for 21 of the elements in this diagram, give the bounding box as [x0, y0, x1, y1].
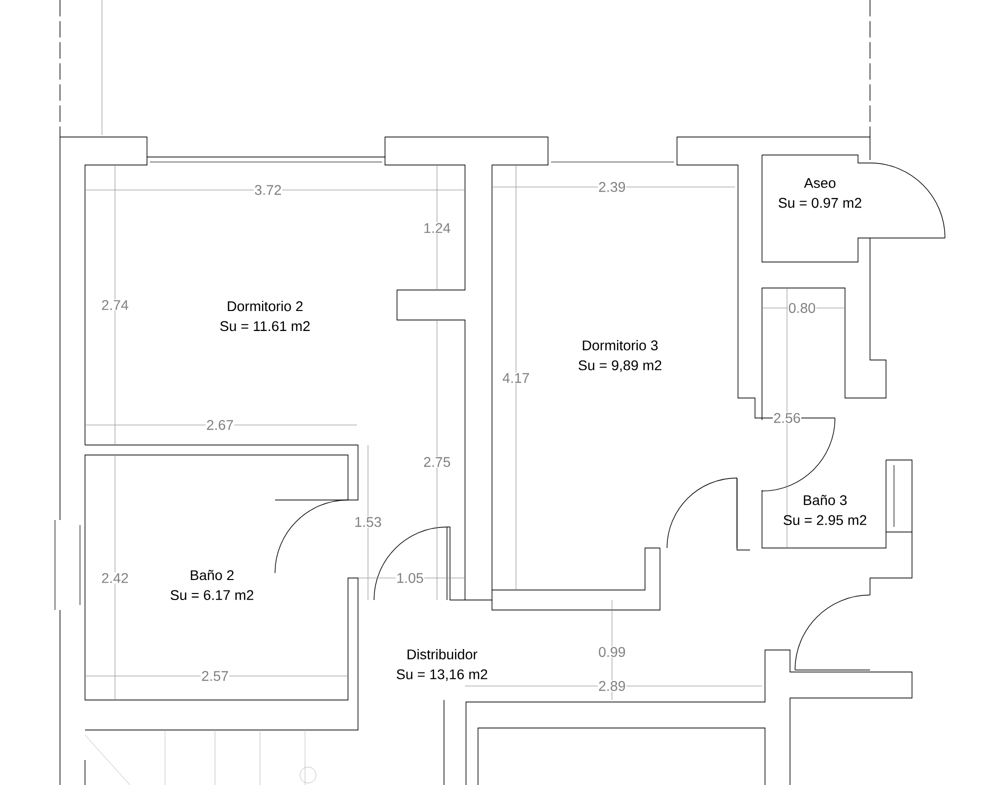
room-label: Baño 3 Su = 2.95 m2	[784, 494, 866, 526]
dimension-label: 2.74	[100, 300, 130, 310]
dimension-label: 1.05	[396, 572, 424, 584]
dimension-label: 0.99	[598, 646, 626, 658]
room-label: Distribuidor Su = 13,16 m2	[396, 649, 488, 681]
dimension-label: 3.72	[254, 184, 282, 196]
dimension-label: 2.56	[772, 412, 802, 424]
dimension-label: 4.17	[502, 372, 530, 384]
dimension-label: 2.75	[422, 456, 452, 468]
room-label: Dormitorio 3 Su = 9,89 m2	[578, 340, 662, 372]
dimension-label: 2.42	[100, 572, 130, 584]
room-label: Baño 2 Su = 6.17 m2	[170, 570, 254, 600]
dimension-label: 2.57	[200, 670, 230, 682]
dimension-label: 1.53	[354, 516, 382, 528]
dimension-label: 1.24	[422, 222, 452, 234]
dimension-label: 0.80	[788, 302, 816, 314]
dimension-label: 2.89	[598, 680, 626, 692]
room-label: Aseo Su = 0.97 m2	[778, 178, 862, 208]
room-label: Dormitorio 2 Su = 11.61 m2	[220, 300, 310, 332]
dimension-label: 2.67	[206, 419, 234, 431]
dimension-label: 2.39	[598, 181, 626, 193]
